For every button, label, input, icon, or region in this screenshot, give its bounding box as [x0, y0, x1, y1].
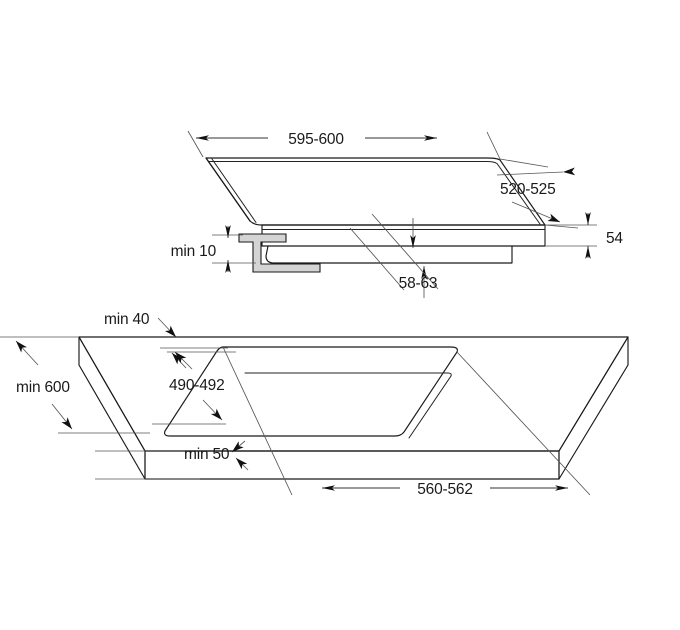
dimension-label-cutout-depth: 490-492 — [169, 377, 224, 394]
worktop-right-face — [558, 336, 629, 480]
cooktop-left-edge — [205, 157, 251, 222]
dimension-54: 54 — [545, 212, 624, 259]
dimension-520-525: 520-525 — [496, 158, 579, 229]
cooktop-left-edge-inner — [211, 158, 257, 223]
leader-min50-upper — [231, 440, 246, 453]
leader-min50-lower — [235, 457, 249, 471]
dimension-label-cutout-width: 560-562 — [417, 481, 472, 498]
mounting-bracket — [238, 233, 321, 273]
dimension-595-600: 595-600 — [187, 130, 501, 160]
lower-worktop-view: min 40 min 600 490-492 — [0, 311, 629, 498]
dimension-label-width: 595-600 — [288, 131, 344, 148]
dimension-label-side-clearance: min 600 — [16, 379, 70, 396]
ext-line-520-bottom — [544, 224, 579, 229]
dimension-560-562: 560-562 — [222, 346, 591, 498]
dimension-490-492: 490-492 — [152, 347, 228, 425]
ext-line-560-right — [456, 351, 591, 496]
dimension-min-10: min 10 — [171, 225, 256, 273]
worktop-cutout-inner-ledge — [244, 372, 452, 439]
worktop-cutout-outer — [163, 346, 458, 437]
leader-520-lower — [511, 201, 561, 223]
dimension-label-clearance: min 10 — [171, 243, 217, 260]
dimension-label-height: 54 — [606, 230, 623, 247]
dimension-min-40: min 40 — [104, 311, 236, 369]
leader-490-upper — [174, 351, 193, 370]
leader-490-lower — [202, 399, 223, 421]
leader-min600-lower — [51, 403, 73, 430]
dimension-min-600: min 600 — [0, 336, 150, 434]
dimension-label-body-depth: 58-63 — [399, 275, 438, 292]
ext-line-595-left — [187, 130, 204, 158]
leader-520-upper — [496, 167, 576, 176]
cooktop-lower-box — [265, 245, 513, 264]
leader-min600-upper — [15, 340, 39, 366]
ext-line-520-top — [499, 158, 549, 168]
dimension-min-50: min 50 — [95, 440, 249, 480]
ext-line-595-right — [486, 131, 501, 160]
upper-cooktop-view: 595-600 520-525 54 — [171, 130, 624, 298]
ext-line-58-diag-b — [349, 227, 405, 291]
ext-line-560-left — [222, 346, 293, 496]
dimension-label-worktop-thickness: min 50 — [184, 446, 230, 463]
leader-min40-upper — [157, 317, 177, 338]
dimension-58-63: 58-63 — [349, 213, 439, 298]
dimension-label-rear-clearance: min 40 — [104, 311, 150, 328]
cooktop-glass-bevel — [208, 161, 541, 225]
dimension-label-depth: 520-525 — [500, 181, 555, 198]
ext-line-58-diag-a — [371, 213, 439, 290]
